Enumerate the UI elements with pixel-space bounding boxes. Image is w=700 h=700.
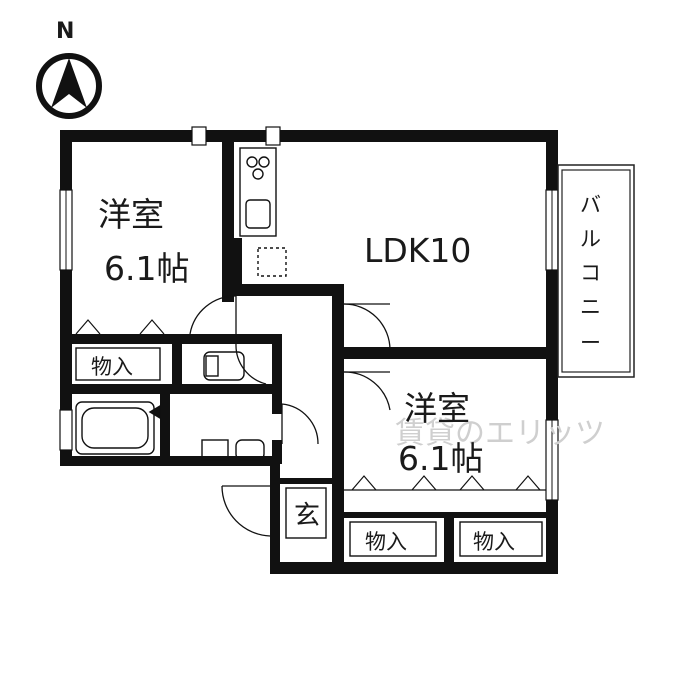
compass-ring-icon — [36, 53, 102, 119]
doors — [189, 295, 391, 537]
balcony-char-3: コ — [580, 261, 601, 285]
compass: N — [36, 19, 102, 119]
closet-doors — [75, 319, 546, 491]
western-room-1-name: 洋室 — [98, 195, 164, 234]
stove-burner-icon — [258, 156, 270, 168]
refrigerator-space-icon — [257, 247, 287, 277]
western-room-1-size: 6.1帖 — [104, 249, 189, 288]
bathtub-icon — [75, 401, 155, 455]
balcony: バ ル コ ニ ー — [557, 164, 635, 378]
closet-3-label: 物入 — [473, 530, 515, 554]
toilet-icon — [203, 351, 245, 381]
north-arrow-icon — [51, 58, 87, 108]
washing-machine-icon — [235, 439, 265, 461]
kitchen — [239, 147, 287, 277]
entrance-box — [285, 487, 327, 539]
closet-1-label: 物入 — [91, 355, 133, 379]
western-room-2-name: 洋室 — [404, 389, 470, 428]
balcony-char-1: バ — [580, 193, 601, 217]
fixtures — [75, 351, 265, 461]
compass-north-label: N — [56, 19, 74, 44]
walls — [60, 130, 558, 574]
balcony-char-2: ル — [580, 227, 601, 251]
western-room-2-size: 6.1帖 — [398, 439, 483, 478]
balcony-char-5: ー — [580, 331, 601, 355]
entrance-label: 玄 — [294, 501, 320, 531]
sink-icon — [245, 199, 271, 229]
balcony-char-4: ニ — [580, 295, 601, 319]
ldk-name: LDK10 — [364, 231, 471, 270]
watermark: 賃貸のエリッツ — [395, 416, 605, 451]
stove-burner-icon — [246, 156, 258, 168]
washbasin-icon — [201, 439, 229, 461]
closet-2-box — [349, 521, 437, 557]
closet-3-box — [459, 521, 543, 557]
windows — [59, 126, 559, 501]
closet-2-label: 物入 — [365, 530, 407, 554]
stove-burner-icon — [252, 168, 264, 180]
closet-1-box — [75, 347, 161, 381]
